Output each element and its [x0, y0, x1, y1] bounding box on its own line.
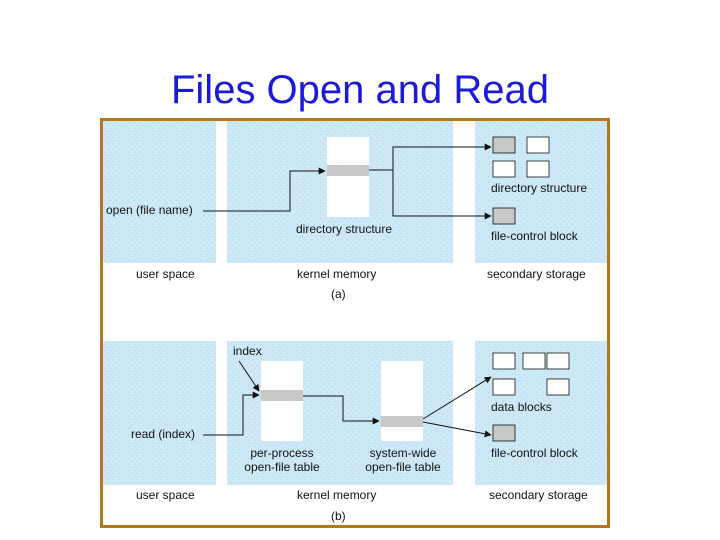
user-space-region-a	[103, 121, 216, 263]
user-space-label-a: user space	[136, 267, 195, 281]
storage-directory-label: directory structure	[491, 181, 587, 195]
caption-a: (a)	[331, 287, 346, 301]
storage-block	[526, 160, 550, 178]
system-wide-label-line1: system-wide	[370, 446, 437, 460]
kernel-memory-label-b: kernel memory	[297, 488, 376, 502]
dir-to-fcb-arrow	[369, 169, 492, 220]
system-wide-entry-highlight	[381, 416, 423, 427]
per-process-to-system-arrow	[303, 395, 380, 425]
data-block	[492, 352, 516, 370]
fcb-label-a: file-control block	[491, 229, 579, 243]
storage-block	[492, 160, 516, 178]
user-space-label-b: user space	[136, 488, 195, 502]
index-arrow	[238, 360, 260, 392]
read-call-label: read (index)	[131, 427, 195, 441]
fcb-label-b: file-control block	[491, 446, 579, 460]
storage-block	[492, 136, 516, 154]
secondary-storage-label-b: secondary storage	[489, 488, 588, 502]
per-process-label-line2: open-file table	[244, 460, 320, 474]
data-block	[522, 352, 546, 370]
directory-structure-box	[327, 137, 369, 217]
file-open-read-diagram: open (file name) directory structure dir…	[103, 121, 607, 523]
file-control-block-b	[492, 424, 516, 442]
read-call-arrow	[203, 391, 260, 436]
open-call-arrow	[203, 167, 326, 212]
system-to-data-arrow	[422, 376, 492, 420]
user-space-region-b	[103, 341, 216, 485]
file-control-block-a	[492, 207, 516, 225]
secondary-storage-label-a: secondary storage	[487, 267, 586, 281]
directory-entry-highlight	[327, 165, 369, 176]
data-block	[546, 352, 570, 370]
per-process-entry-highlight	[261, 390, 303, 401]
diagram-frame: open (file name) directory structure dir…	[100, 118, 610, 528]
data-blocks-label: data blocks	[491, 400, 552, 414]
kernel-directory-label: directory structure	[296, 222, 392, 236]
system-wide-label-line2: open-file table	[365, 460, 441, 474]
per-process-label-line1: per-process	[250, 446, 313, 460]
storage-block	[526, 136, 550, 154]
system-to-fcb-arrow	[422, 421, 492, 438]
data-block	[492, 378, 516, 396]
system-wide-table-box	[381, 361, 423, 441]
kernel-memory-label-a: kernel memory	[297, 267, 376, 281]
data-block	[546, 378, 570, 396]
index-label: index	[233, 344, 262, 358]
open-call-label: open (file name)	[106, 203, 193, 217]
caption-b: (b)	[331, 509, 346, 523]
slide-title: Files Open and Read	[170, 68, 549, 112]
